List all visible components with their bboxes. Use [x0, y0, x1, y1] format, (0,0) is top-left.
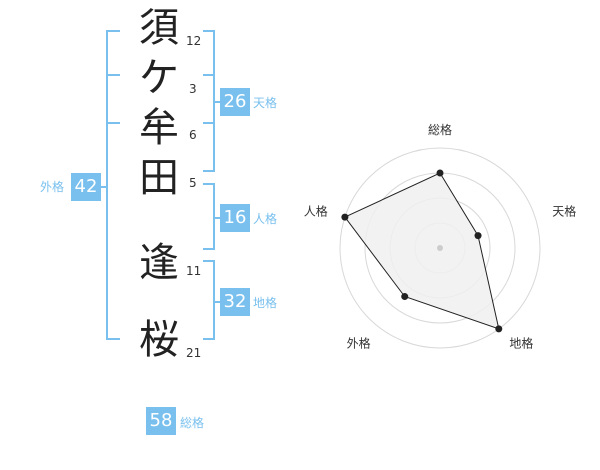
- tenkaku-bracket-tick-1: [203, 74, 215, 76]
- chikaku-bracket-vertical: [213, 260, 215, 340]
- gaikaku-bracket-vertical: [106, 30, 108, 339]
- tenkaku-bracket-bottom: [203, 170, 215, 172]
- name-char-3: 牟: [139, 105, 179, 151]
- stroke-count-5: 11: [186, 264, 202, 278]
- chikaku-bracket-bottom: [203, 338, 215, 340]
- tenkaku-bracket-connector: [213, 101, 221, 103]
- radar-axis-label-5: 人格: [304, 204, 328, 219]
- radar-center-dot: [437, 245, 443, 251]
- radar-point-1: [436, 169, 444, 177]
- radar-point-5: [341, 213, 349, 221]
- jinkaku-bracket-top: [203, 183, 215, 185]
- gaikaku-bracket-connector: [100, 186, 108, 188]
- radar-point-4: [401, 293, 409, 301]
- tenkaku-bracket-tick-2: [203, 122, 215, 124]
- radar-axis-label-1: 総格: [428, 122, 452, 137]
- stroke-count-3: 6: [189, 128, 197, 142]
- tenkaku-value: 26: [220, 88, 250, 116]
- jinkaku-bracket-bottom: [203, 248, 215, 250]
- tenkaku-label: 天格: [253, 96, 278, 110]
- gaikaku-value: 42: [71, 173, 101, 201]
- stroke-count-4: 5: [189, 176, 197, 190]
- radar-point-2: [474, 232, 482, 240]
- name-char-6: 桜: [139, 317, 179, 363]
- radar-polygon: [344, 172, 500, 330]
- gaikaku-label: 外格: [40, 180, 65, 194]
- radar-axis-label-3: 地格: [509, 336, 533, 351]
- chikaku-value: 32: [220, 288, 250, 316]
- jinkaku-label: 人格: [253, 212, 278, 226]
- stroke-count-6: 21: [186, 346, 202, 360]
- soukaku-value: 58: [146, 407, 176, 435]
- tenkaku-bracket-top: [203, 30, 215, 32]
- gaikaku-bracket-tick-2: [106, 122, 120, 124]
- chikaku-bracket-top: [203, 260, 215, 262]
- radar-axis-label-4: 外格: [347, 336, 371, 351]
- chikaku-label: 地格: [253, 296, 278, 310]
- name-char-4: 田: [139, 155, 179, 201]
- name-char-2: ケ: [139, 55, 179, 101]
- jinkaku-bracket-connector: [213, 217, 221, 219]
- stroke-count-1: 12: [186, 34, 202, 48]
- jinkaku-value: 16: [220, 204, 250, 232]
- jinkaku-bracket-vertical: [213, 183, 215, 250]
- radar-axis-label-2: 天格: [552, 204, 576, 219]
- radar-ring-4: [339, 147, 541, 349]
- stroke-count-2: 3: [189, 82, 197, 96]
- name-char-5: 逢: [139, 240, 179, 286]
- soukaku-label: 総格: [180, 416, 205, 430]
- gaikaku-bracket-top: [106, 30, 120, 32]
- gaikaku-bracket-bottom: [106, 338, 120, 340]
- gaikaku-bracket-tick-1: [106, 74, 120, 76]
- radar-point-3: [495, 325, 503, 333]
- chikaku-bracket-connector: [213, 301, 221, 303]
- name-char-1: 須: [139, 5, 179, 51]
